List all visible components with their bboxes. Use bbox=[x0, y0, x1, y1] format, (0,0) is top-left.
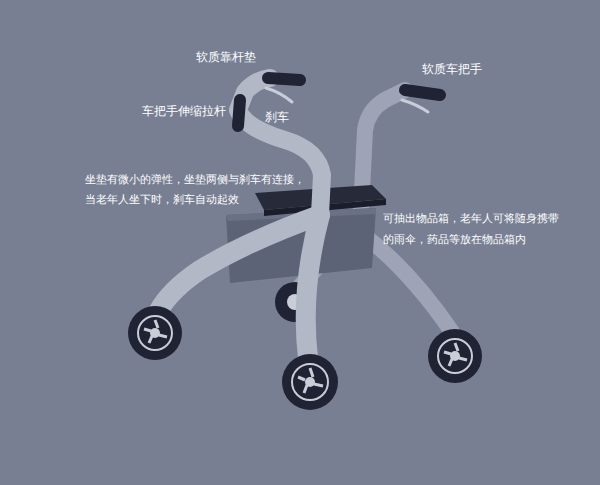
part-label: 软质车把手 bbox=[422, 62, 482, 77]
part-label: 刹车 bbox=[265, 110, 289, 125]
part-label: 软质靠杆垫 bbox=[196, 50, 256, 65]
part-label: 车把手伸缩拉杆 bbox=[142, 104, 226, 119]
note-text: 可抽出物品箱，老年人可将随身携带的雨伞，药品等放在物品箱内 bbox=[383, 208, 562, 250]
note-text: 坐垫有微小的弹性，坐垫两侧与刹车有连接， 当老年人坐下时，刹车自动起效 bbox=[85, 170, 309, 210]
